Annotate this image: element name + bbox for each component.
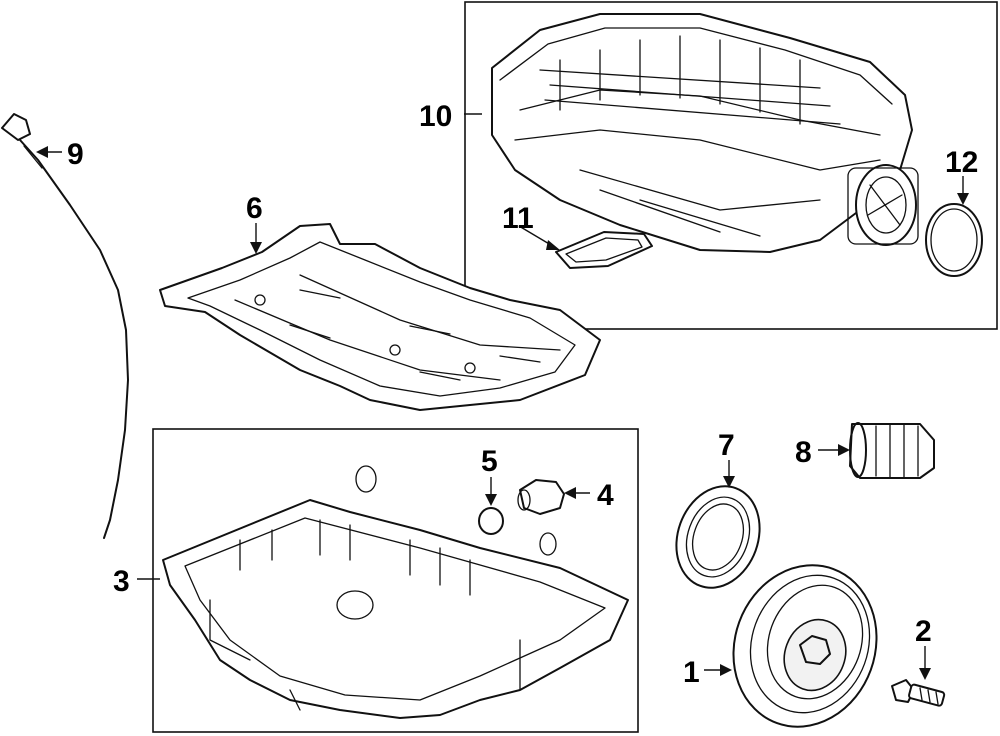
callout-3: 3: [113, 565, 130, 598]
callout-7: 7: [718, 429, 735, 462]
pulley-bolt-part[interactable]: [891, 679, 946, 707]
callout-12: 12: [945, 146, 978, 179]
callout-1: 1: [683, 656, 700, 689]
oil-filter-part[interactable]: [849, 422, 935, 479]
callout-11: 11: [502, 202, 534, 235]
callout-2: 2: [915, 615, 932, 648]
intake-manifold-group-box: [464, 1, 998, 330]
drain-plug-part[interactable]: [517, 479, 565, 515]
seal-ring-lower: [539, 532, 557, 556]
callout-10: 10: [419, 100, 452, 133]
intake-gasket-part[interactable]: [555, 231, 653, 269]
front-crank-seal-part[interactable]: [663, 474, 774, 599]
oil-pan-group-box: [152, 428, 639, 733]
crankshaft-pulley-part[interactable]: [711, 545, 899, 736]
callout-6: 6: [246, 192, 263, 225]
oil-pan-part[interactable]: [162, 499, 629, 719]
callout-8: 8: [795, 436, 812, 469]
baffle-plate-part[interactable]: [159, 223, 601, 411]
seal-ring-upper: [355, 465, 377, 493]
oil-dipstick-part[interactable]: [1, 113, 129, 539]
callout-9: 9: [67, 138, 84, 171]
leader-lines: [36, 113, 969, 680]
drain-washer-part[interactable]: [478, 507, 504, 535]
callout-4: 4: [597, 479, 614, 512]
callout-5: 5: [481, 445, 498, 478]
throttle-o-ring-part[interactable]: [925, 203, 983, 277]
intake-manifold-part[interactable]: [491, 13, 919, 253]
